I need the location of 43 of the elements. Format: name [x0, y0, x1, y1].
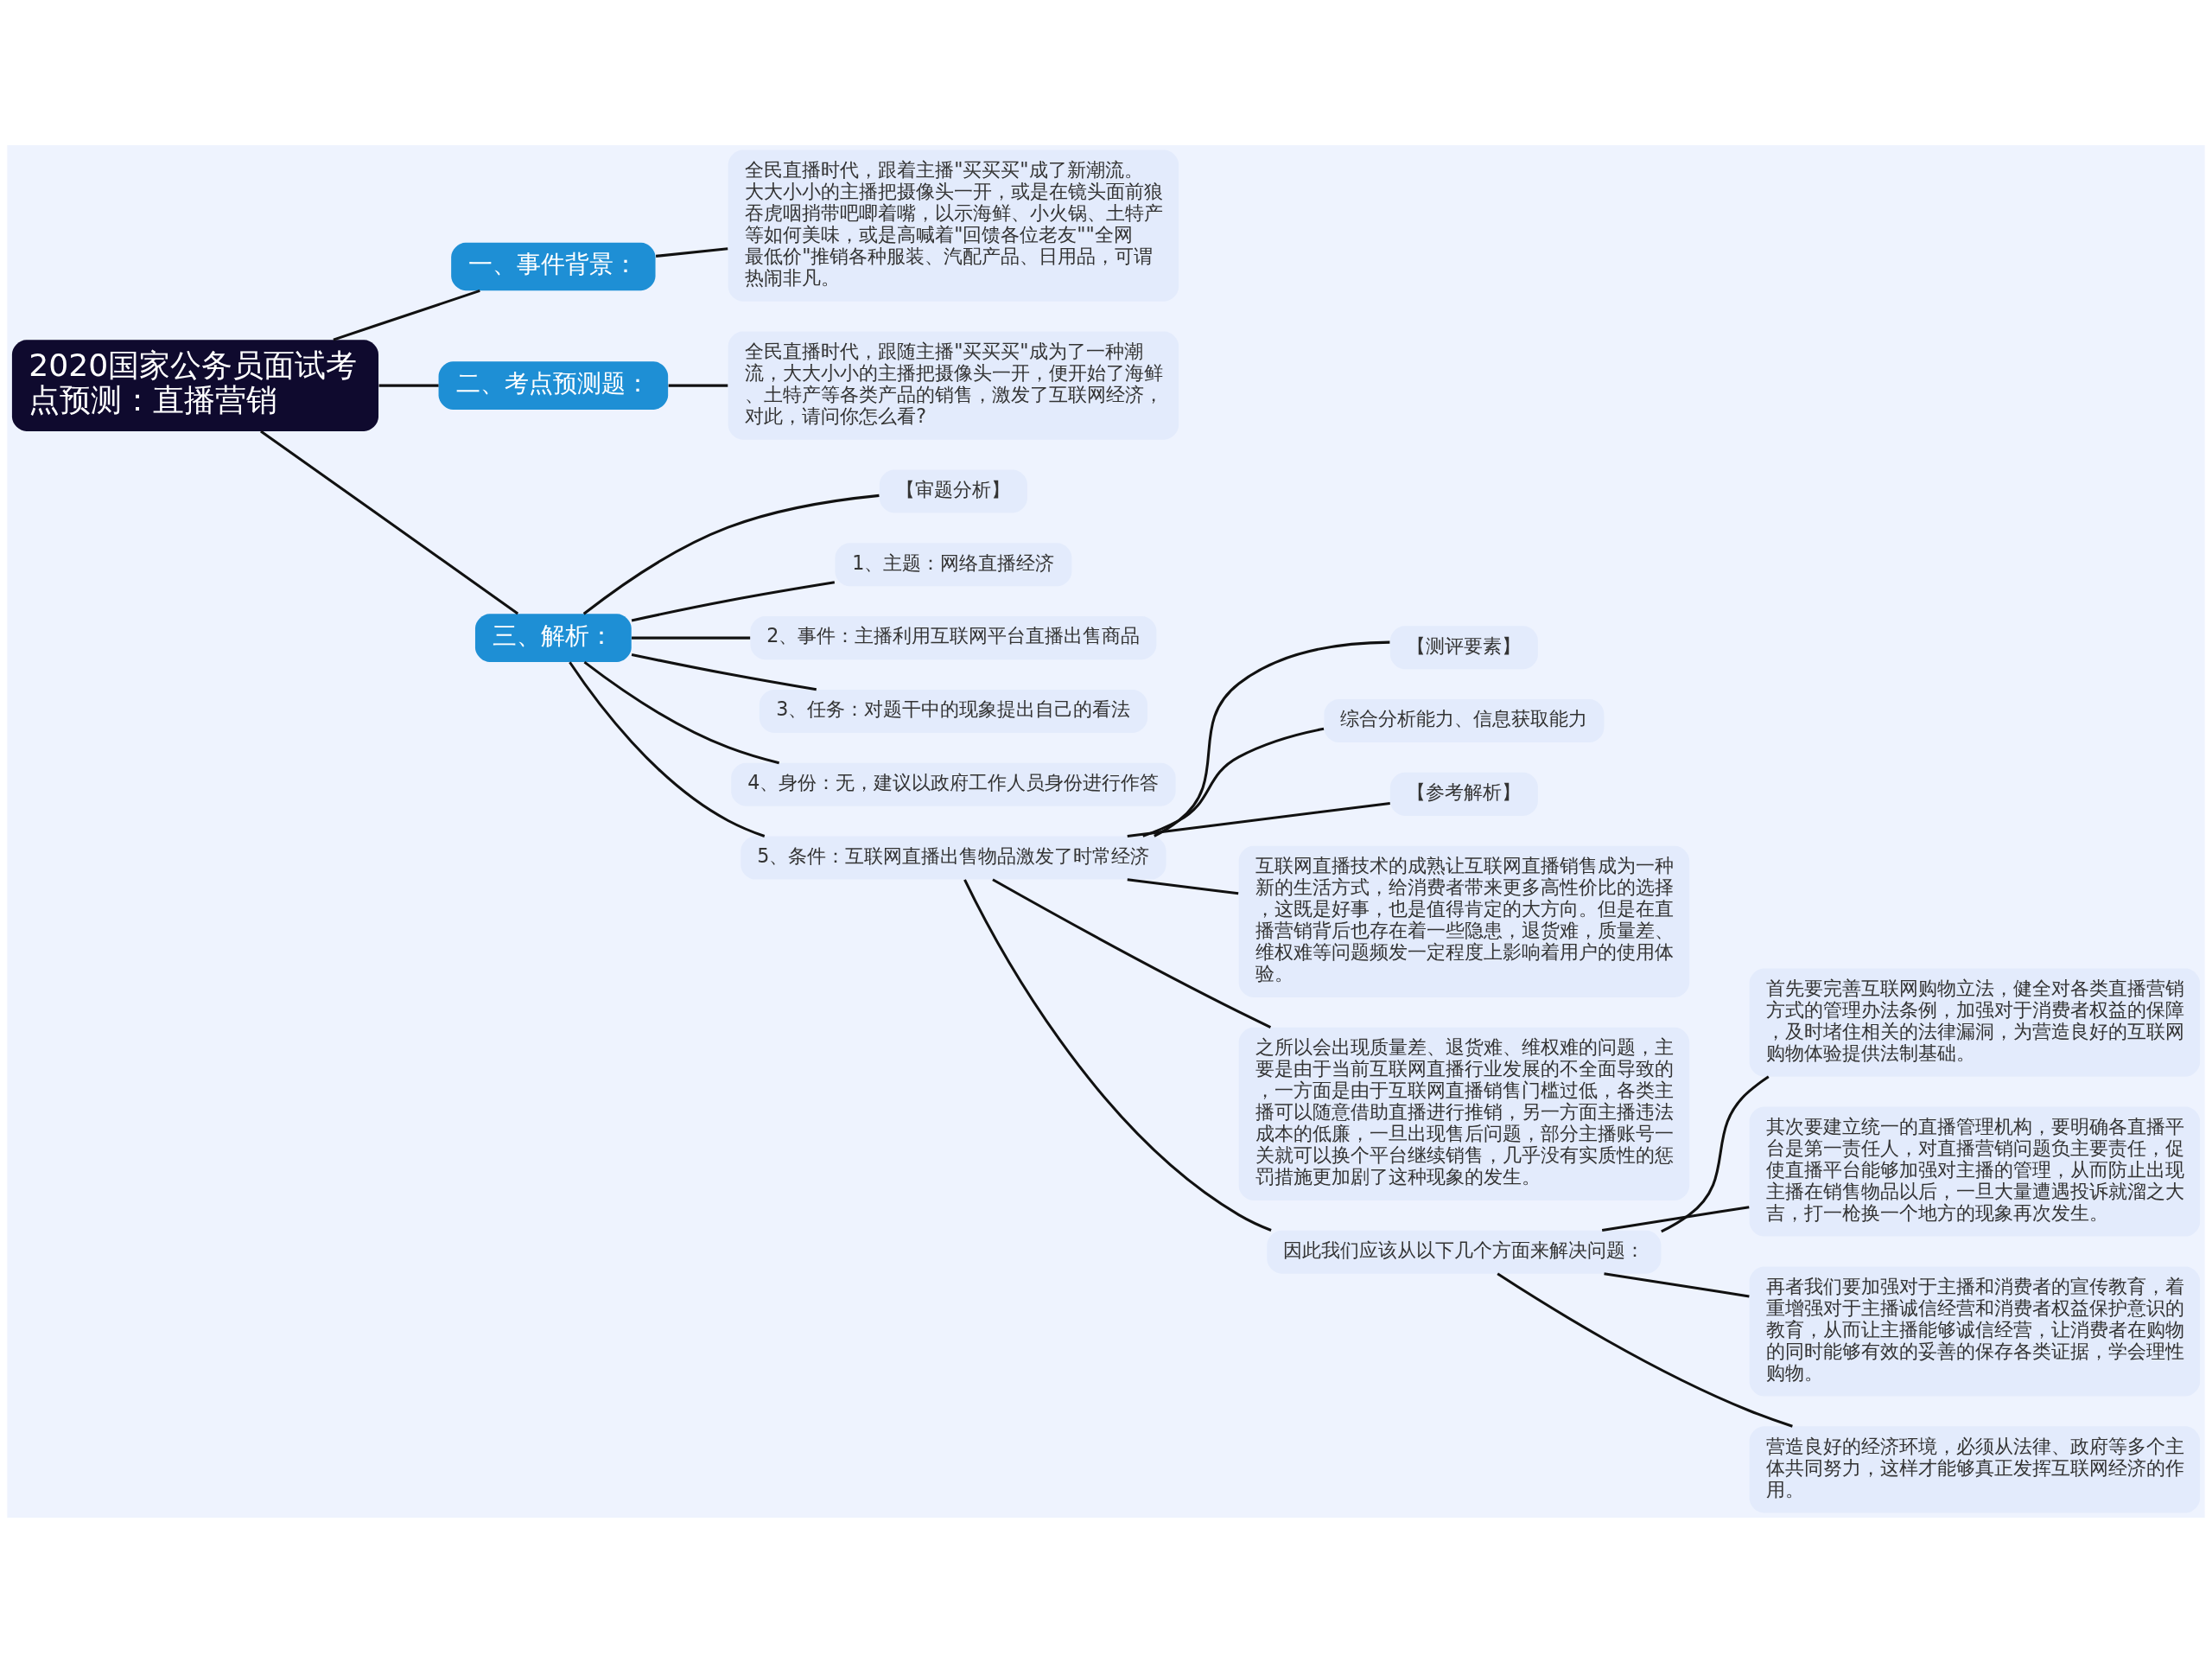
- connector: [1142, 727, 1325, 837]
- connector: [1601, 1205, 1750, 1232]
- connector: [1661, 1075, 1770, 1232]
- node-box: 【审题分析】: [879, 468, 1027, 513]
- node-box: 首先要完善互联网购物立法，健全对各类直播营销方式的管理办法条例，加强对于消费者权益的保障，及时堵住相关的法律漏洞，为营造良好的互联网购物体验提供法制基础。: [1749, 968, 2201, 1077]
- connector: [569, 660, 766, 837]
- node-box: 营造良好的经济环境，必须从法律、政府等多个主体共同努力，这样才能够真正发挥互联网经济的作用。: [1749, 1425, 2201, 1512]
- connector: [378, 384, 439, 387]
- connector: [655, 246, 728, 258]
- node-box: 综合分析能力、信息获取能力: [1324, 698, 1605, 742]
- node-box: 一、事件背景：: [451, 242, 656, 290]
- connector: [333, 289, 480, 341]
- node-box: 因此我们应该从以下几个方面来解决问题：: [1267, 1230, 1662, 1274]
- connector: [583, 660, 780, 764]
- connector: [963, 878, 1272, 1232]
- connector: [260, 430, 519, 614]
- node-box: 全民直播时代，跟随主播"买买买"成为了一种潮流，大大小小的主播把摄像头一开，便开始了海鲜、土特产等各类产品的销售，激发了互联网经济，对此，请问你怎么看?: [728, 331, 1179, 440]
- node-box: 1、主题：网络直播经济: [835, 542, 1072, 586]
- node-box: 3、任务：对题干中的现象提出自己的看法: [759, 689, 1147, 733]
- connector: [1127, 877, 1239, 895]
- connector: [668, 384, 728, 387]
- node-box: 互联网直播技术的成熟让互联网直播销售成为一种新的生活方式，给消费者带来更多高性价比的选择，这既是好事，也是值得肯定的大方向。但是在直播营销背后也存在着一些隐患，退货难，质量差、维权难等问题频发一定程度上影响着用户的使用体验。: [1238, 845, 1690, 997]
- node-box: 二、考点预测题：: [438, 360, 669, 410]
- node-box: 再者我们要加强对于主播和消费者的宣传教育，着重增强对于主播诚信经营和消费者权益保护意识的教育，从而让主播能够诚信经营，让消费者在购物的同时能够有效的妥善的保存各类证据，学会理性购物。: [1749, 1265, 2201, 1397]
- node-box: 【参考解析】: [1389, 772, 1538, 816]
- connector: [632, 636, 751, 640]
- node-box: 【测评要素】: [1389, 625, 1538, 669]
- connector: [631, 580, 836, 621]
- node-box: 4、身份：无，建议以政府工作人员身份进行作答: [731, 762, 1176, 806]
- node-box: 其次要建立统一的直播管理机构，要明确各直播平台是第一责任人，对直播营销问题负主要责任，促使直播平台能够加强对主播的管理，从而防止出现主播在销售物品以后，一旦大量遭遇投诉就溜之大吉，打一枪换一个地方的现象再次发生。: [1749, 1105, 2201, 1237]
- connector: [1497, 1271, 1793, 1428]
- connector: [1127, 801, 1390, 837]
- connector: [631, 653, 817, 691]
- node-box: 2020国家公务员面试考点预测：直播营销: [11, 339, 379, 431]
- connector: [992, 877, 1272, 1028]
- node-box: 5、条件：互联网直播出售物品激发了时常经济: [741, 836, 1166, 880]
- node-box: 全民直播时代，跟着主播"买买买"成了新潮流。大大小小的主播把摄像头一开，或是在镜头面前狼吞虎咽捎带吧唧着嘴，以示海鲜、小火锅、土特产等如何美味，或是高喊着"回馈各位老友""全网最低价"推销各种服装、汽配产品、日用品，可谓热闹非凡。: [728, 150, 1179, 302]
- node-box: 2、事件：主播利用互联网平台直播出售商品: [750, 615, 1157, 659]
- node-box: 三、解析：: [474, 613, 632, 662]
- connector: [1604, 1271, 1750, 1297]
- node-box: 之所以会出现质量差、退货难、维权难的问题，主要是由于当前互联网直播行业发展的不全面导致的，一方面是由于互联网直播销售门槛过低，各类主播可以随意借助直播进行推销，另一方面主播违法成本的低廉，一旦出现售后问题，部分主播账号一关就可以换个平台继续销售，几乎没有实质性的惩罚措施更加剧了这种现象的发生。: [1238, 1027, 1690, 1200]
- connector: [582, 494, 880, 615]
- connector: [1154, 640, 1390, 837]
